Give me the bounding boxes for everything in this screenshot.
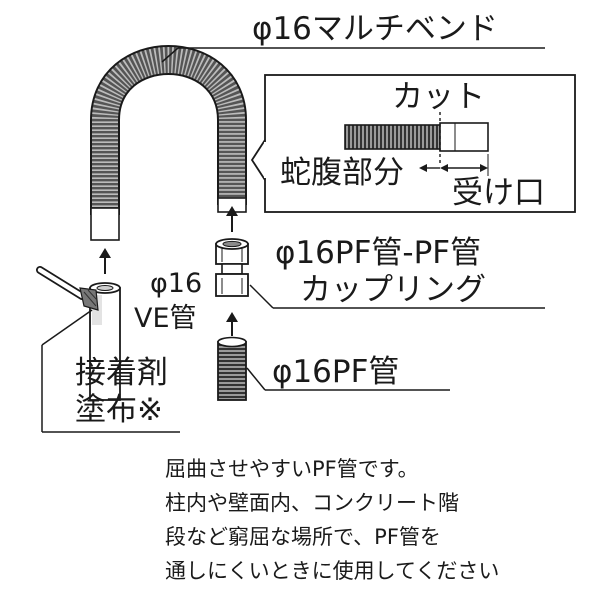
pf-coupling (215, 238, 249, 297)
leader-adhesive (41, 309, 180, 433)
description-line: 柱内や壁面内、コンクリート階 (165, 491, 459, 515)
arrow-pf-to-coupling (226, 312, 238, 336)
adhesive-brush (36, 266, 99, 311)
leader-coupling (249, 284, 545, 309)
description-line: 屈曲させやすいPF管です。 (165, 457, 419, 481)
leader-pf-pipe (246, 367, 450, 391)
pf-pipe-label: φ16PF管 (272, 354, 400, 390)
coupling-label-line1: φ16PF管-PF管 (275, 235, 482, 271)
description-line: 通しにくいときに使用してください (165, 559, 500, 583)
bellows-label: 蛇腹部分 (280, 155, 404, 191)
arrow-coupling-to-multibend (226, 206, 238, 232)
multibend-pipe (90, 45, 247, 241)
pf-pipe (217, 336, 247, 401)
adhesive-label-line2: 塗布※ (75, 392, 163, 428)
arrow-ve-to-receptacle (99, 248, 111, 274)
receptacle-label: 受け口 (452, 175, 545, 211)
detail-inset (250, 74, 576, 213)
product-description: 屈曲させやすいPF管です。 柱内や壁面内、コンクリート階 段など窮屈な場所で、P… (165, 452, 595, 588)
coupling-label-line2: カップリング (300, 272, 486, 308)
ve-label-line2: VE管 (134, 303, 197, 334)
cut-label: カット (392, 79, 485, 115)
leader-multibend (161, 47, 545, 63)
adhesive-label-line1: 接着剤 (75, 355, 168, 391)
description-line: 段など窮屈な場所で、PF管を (165, 525, 441, 549)
ve-label-line1: φ16 (150, 268, 203, 299)
multibend-label: φ16マルチベンド (252, 11, 498, 47)
